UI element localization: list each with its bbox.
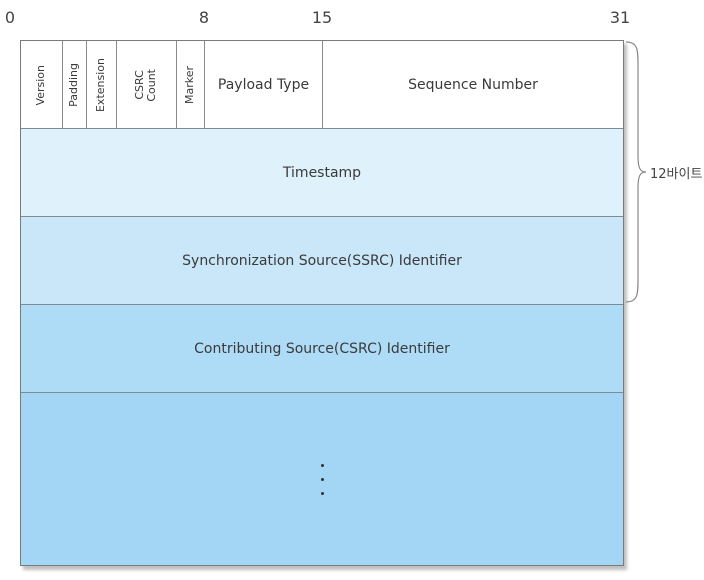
ssrc-label: Synchronization Source(SSRC) Identifier: [182, 252, 462, 269]
field-extension-label: Extension: [94, 57, 108, 112]
field-version-label: Version: [34, 64, 48, 106]
csrc-count-line2: Count: [145, 68, 159, 102]
ellipsis-dot: [320, 463, 324, 467]
bit-label-15: 15: [311, 8, 333, 27]
timestamp-label: Timestamp: [282, 164, 362, 181]
field-marker: Marker: [177, 41, 205, 129]
field-version: Version: [21, 41, 63, 129]
ellipsis-dot: [320, 491, 324, 495]
brace-label: 12바이트: [650, 167, 703, 182]
twelve-byte-brace: [625, 41, 647, 303]
field-marker-label: Marker: [183, 65, 197, 105]
bit-label-31: 31: [609, 8, 631, 27]
field-extension: Extension: [87, 41, 117, 129]
field-payload-type-label: Payload Type: [217, 77, 310, 93]
bit-label-0: 0: [4, 8, 16, 27]
field-padding-label: Padding: [67, 63, 81, 107]
continuation-row: [21, 393, 623, 565]
vertical-ellipsis: [320, 463, 324, 495]
field-padding: Padding: [63, 41, 87, 129]
csrc-label: Contributing Source(CSRC) Identifier: [194, 340, 450, 357]
csrc-row: Contributing Source(CSRC) Identifier: [21, 305, 623, 393]
field-sequence-number-label: Sequence Number: [408, 77, 538, 93]
timestamp-row: Timestamp: [21, 129, 623, 217]
ssrc-row: Synchronization Source(SSRC) Identifier: [21, 217, 623, 305]
bit-label-8: 8: [198, 8, 210, 27]
brace-path: [625, 41, 647, 303]
field-sequence-number: Sequence Number: [323, 41, 623, 129]
ellipsis-dot: [320, 477, 324, 481]
field-payload-type: Payload Type: [205, 41, 323, 129]
